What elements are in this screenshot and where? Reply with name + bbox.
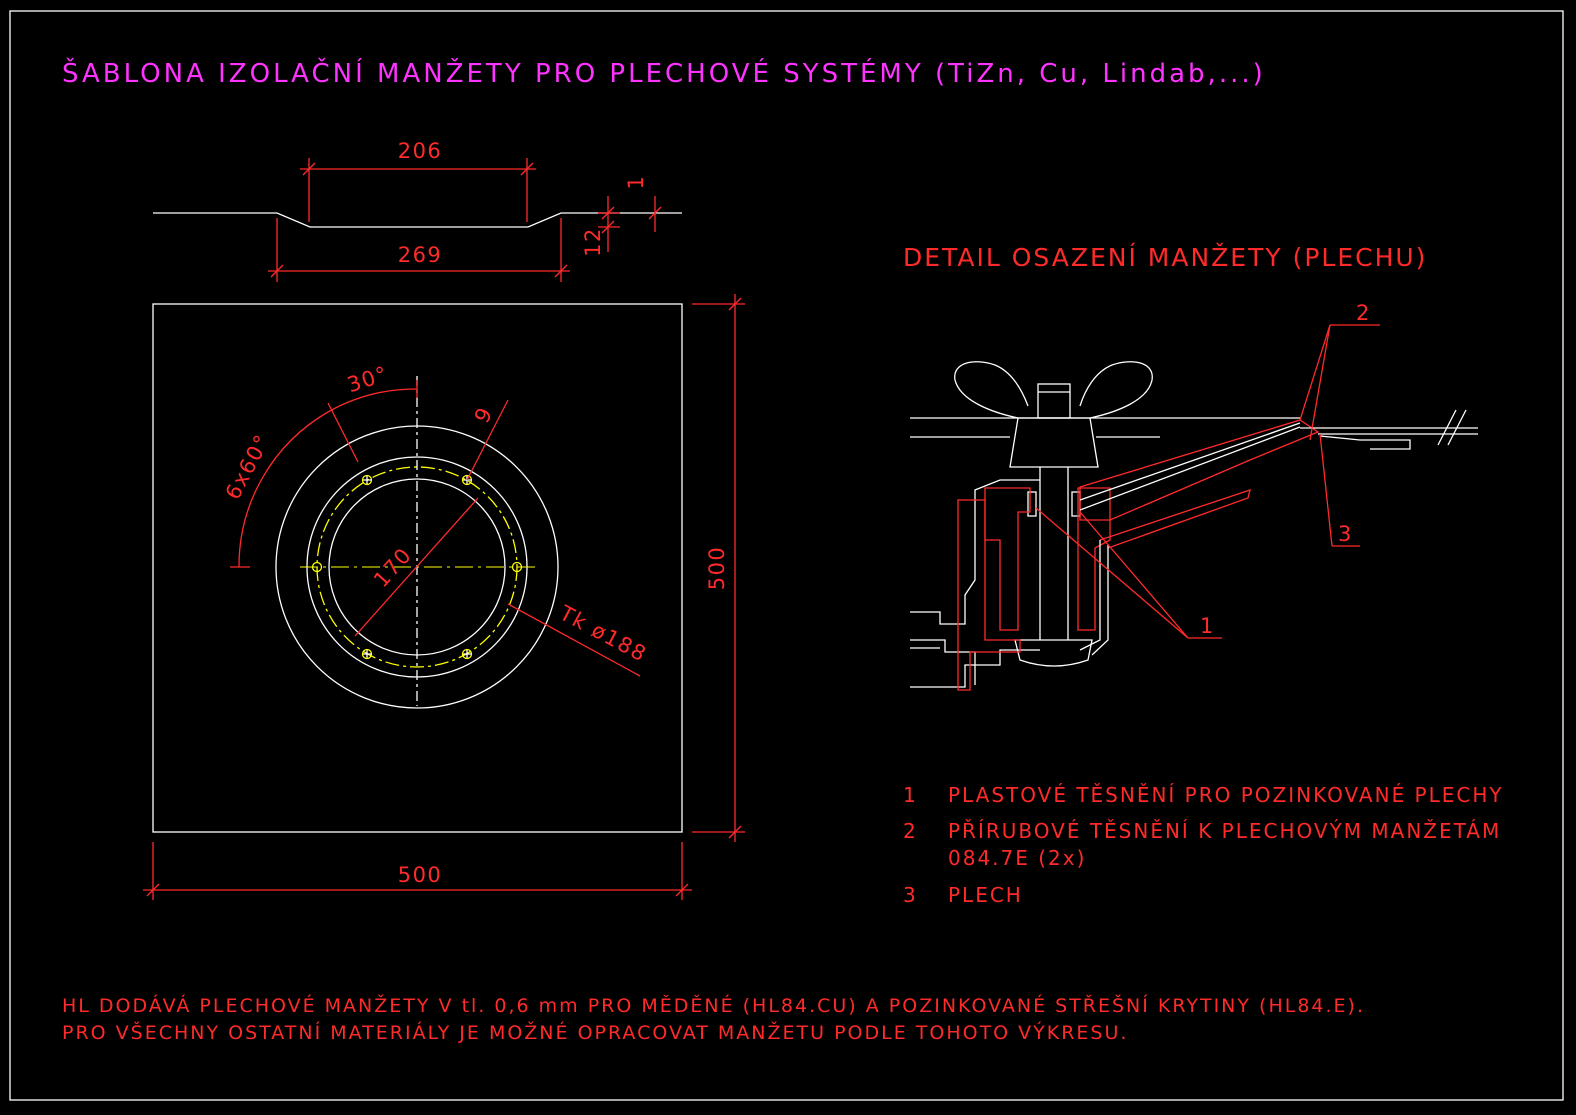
callout-2: 2 <box>1356 301 1371 325</box>
dim-6x60-deg: 6x60° <box>221 430 275 504</box>
dim-12: 12 <box>581 227 605 257</box>
dim-tk-188: Tk ø188 <box>555 600 651 666</box>
note-line-1: HL DODÁVÁ PLECHOVÉ MANŽETY V tl. 0,6 mm … <box>62 993 1365 1017</box>
note-line-2: PRO VŠECHNY OSTATNÍ MATERIÁLY JE MOŽNÉ O… <box>62 1020 1128 1044</box>
dim-206: 206 <box>398 139 443 163</box>
legend-num-2: 2 <box>903 819 918 843</box>
dim-1: 1 <box>624 175 648 190</box>
callout-3: 3 <box>1338 522 1353 546</box>
legend-text-2: PŘÍRUBOVÉ TĚSNĚNÍ K PLECHOVÝM MANŽETÁM <box>948 819 1501 843</box>
legend-text-2b: 084.7E (2x) <box>948 846 1086 870</box>
dim-500-vertical: 500 <box>705 546 729 591</box>
legend-text-3: PLECH <box>948 883 1023 907</box>
drawing-frame <box>9 10 1564 1101</box>
detail-section: 2 3 1 <box>910 301 1478 691</box>
legend-num-1: 1 <box>903 783 918 807</box>
dim-500-horizontal: 500 <box>398 863 443 887</box>
bolt-holes <box>311 474 523 660</box>
profile-section: 206 269 12 1 <box>153 139 682 282</box>
dim-9: 9 <box>470 403 498 427</box>
plan-view: 30° 6x60° 9 170 Tk ø188 500 500 <box>143 294 745 900</box>
drawing-title: ŠABLONA IZOLAČNÍ MANŽETY PRO PLECHOVÉ SY… <box>62 57 1266 89</box>
legend-num-3: 3 <box>903 883 918 907</box>
callout-1: 1 <box>1200 614 1215 638</box>
plate-outline <box>152 303 683 833</box>
legend-text-1: PLASTOVÉ TĚSNĚNÍ PRO POZINKOVANÉ PLECHY <box>948 783 1504 807</box>
wing-nut <box>1009 417 1099 468</box>
dim-269: 269 <box>398 243 443 267</box>
legend: 1 PLASTOVÉ TĚSNĚNÍ PRO POZINKOVANÉ PLECH… <box>903 783 1504 907</box>
detail-title: DETAIL OSAZENÍ MANŽETY (PLECHU) <box>903 243 1427 272</box>
